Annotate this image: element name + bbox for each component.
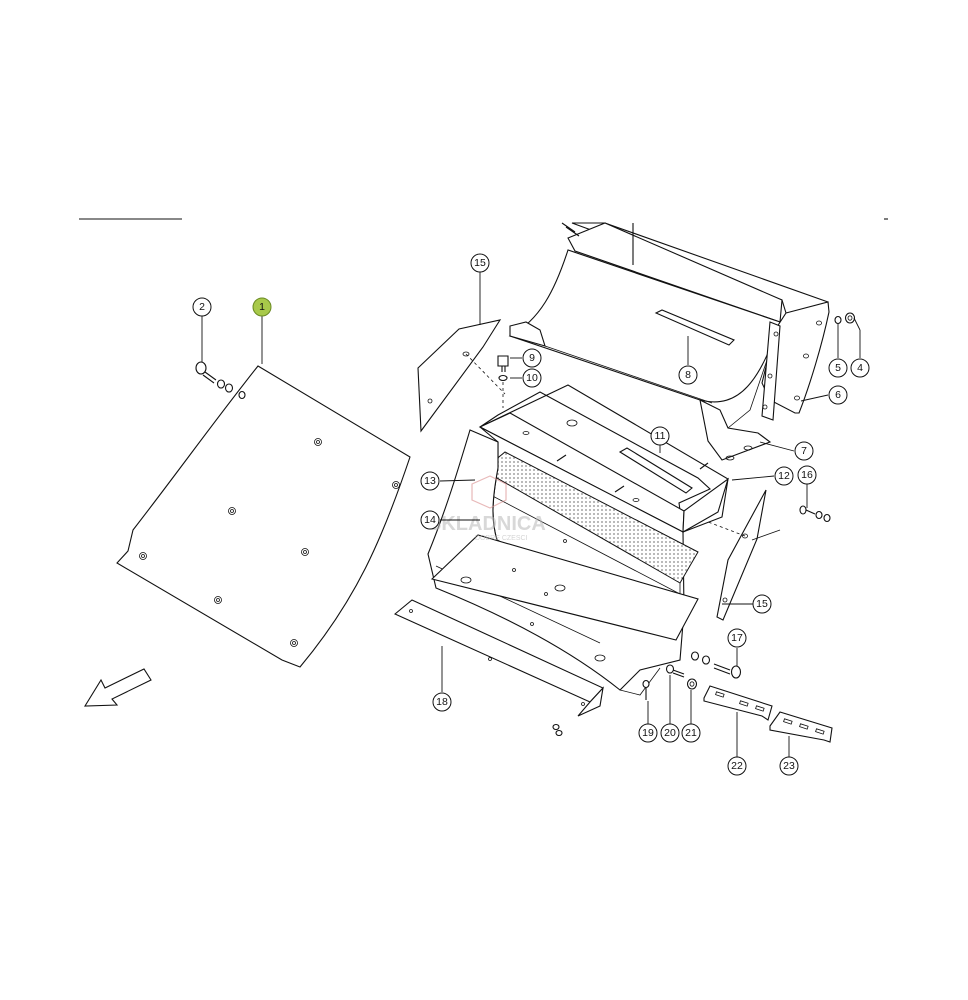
part-21-washer[interactable] — [686, 651, 711, 690]
part-22-clamp-plate[interactable] — [703, 685, 773, 721]
part-15-side-flap-right[interactable] — [702, 489, 767, 621]
callout-5[interactable]: 5 — [828, 358, 848, 378]
part-9-10-bolt-washer[interactable] — [497, 355, 509, 408]
callout-15-bottom[interactable]: 15 — [752, 594, 772, 614]
callout-18-label: 18 — [436, 696, 448, 708]
part-2-bolt[interactable] — [195, 361, 246, 400]
callout-19[interactable]: 19 — [638, 723, 658, 743]
callout-13-label: 13 — [424, 475, 436, 487]
callout-20[interactable]: 20 — [660, 723, 680, 743]
part-20-bolt[interactable] — [665, 664, 685, 678]
part-1-cover-panel[interactable] — [116, 365, 411, 668]
part-19-bolt[interactable] — [642, 679, 650, 701]
part-23-clamp-plate[interactable] — [769, 711, 833, 743]
part-8-strip[interactable] — [654, 309, 735, 346]
lower-trough-section[interactable] — [427, 429, 699, 696]
callout-9-label: 9 — [529, 352, 535, 364]
watermark-tagline: DOBRE CZESCI — [475, 535, 528, 542]
callout-21-label: 21 — [685, 727, 697, 739]
part-18-lower-strip[interactable] — [393, 599, 604, 737]
callout-14[interactable]: 14 — [420, 510, 440, 530]
part-6-side-plate[interactable] — [761, 301, 830, 421]
part-16-fastener[interactable] — [799, 505, 831, 523]
callout-16-label: 16 — [801, 469, 813, 481]
callout-12[interactable]: 12 — [774, 466, 794, 486]
callout-1-label: 1 — [259, 301, 265, 313]
callout-22[interactable]: 22 — [727, 756, 747, 776]
callout-9[interactable]: 9 — [522, 348, 542, 368]
callout-7-label: 7 — [801, 445, 807, 457]
callout-17-label: 17 — [731, 632, 743, 644]
callout-2[interactable]: 2 — [192, 297, 212, 317]
callout-13[interactable]: 13 — [420, 471, 440, 491]
watermark: SKLADNICA DOBRE CZESCI — [428, 475, 546, 542]
callout-21[interactable]: 21 — [681, 723, 701, 743]
callout-4[interactable]: 4 — [850, 358, 870, 378]
callout-15-bottom-label: 15 — [756, 598, 768, 610]
callout-11[interactable]: 11 — [650, 426, 670, 446]
callout-15-top[interactable]: 15 — [470, 253, 490, 273]
callout-20-label: 20 — [664, 727, 676, 739]
leader-lines — [201, 272, 861, 757]
callout-14-label: 14 — [424, 514, 436, 526]
callout-16[interactable]: 16 — [797, 465, 817, 485]
callout-1[interactable]: 1 — [252, 297, 272, 317]
callout-17[interactable]: 17 — [727, 628, 747, 648]
part-7-upper-hopper[interactable] — [508, 222, 829, 461]
callout-6[interactable]: 6 — [828, 385, 848, 405]
watermark-brand: SKLADNICA — [428, 513, 546, 535]
callout-6-label: 6 — [835, 389, 841, 401]
callout-23[interactable]: 23 — [779, 756, 799, 776]
callout-4-label: 4 — [857, 362, 863, 374]
callout-19-label: 19 — [642, 727, 654, 739]
part-17-bolt[interactable] — [713, 663, 742, 679]
callout-8[interactable]: 8 — [678, 365, 698, 385]
part-15-side-flap-left[interactable] — [417, 319, 506, 433]
part-4-5-nut-washer[interactable] — [834, 312, 856, 325]
callout-22-label: 22 — [731, 760, 743, 772]
callout-15-top-label: 15 — [474, 257, 486, 269]
callout-18[interactable]: 18 — [432, 692, 452, 712]
callout-12-label: 12 — [778, 470, 790, 482]
callout-5-label: 5 — [835, 362, 841, 374]
callout-10-label: 10 — [526, 372, 538, 384]
callout-7[interactable]: 7 — [794, 441, 814, 461]
callout-8-label: 8 — [685, 369, 691, 381]
callout-10[interactable]: 10 — [522, 368, 542, 388]
travel-direction-arrow — [83, 668, 152, 707]
callout-23-label: 23 — [783, 760, 795, 772]
callout-11-label: 11 — [655, 430, 666, 442]
callout-2-label: 2 — [199, 301, 205, 313]
